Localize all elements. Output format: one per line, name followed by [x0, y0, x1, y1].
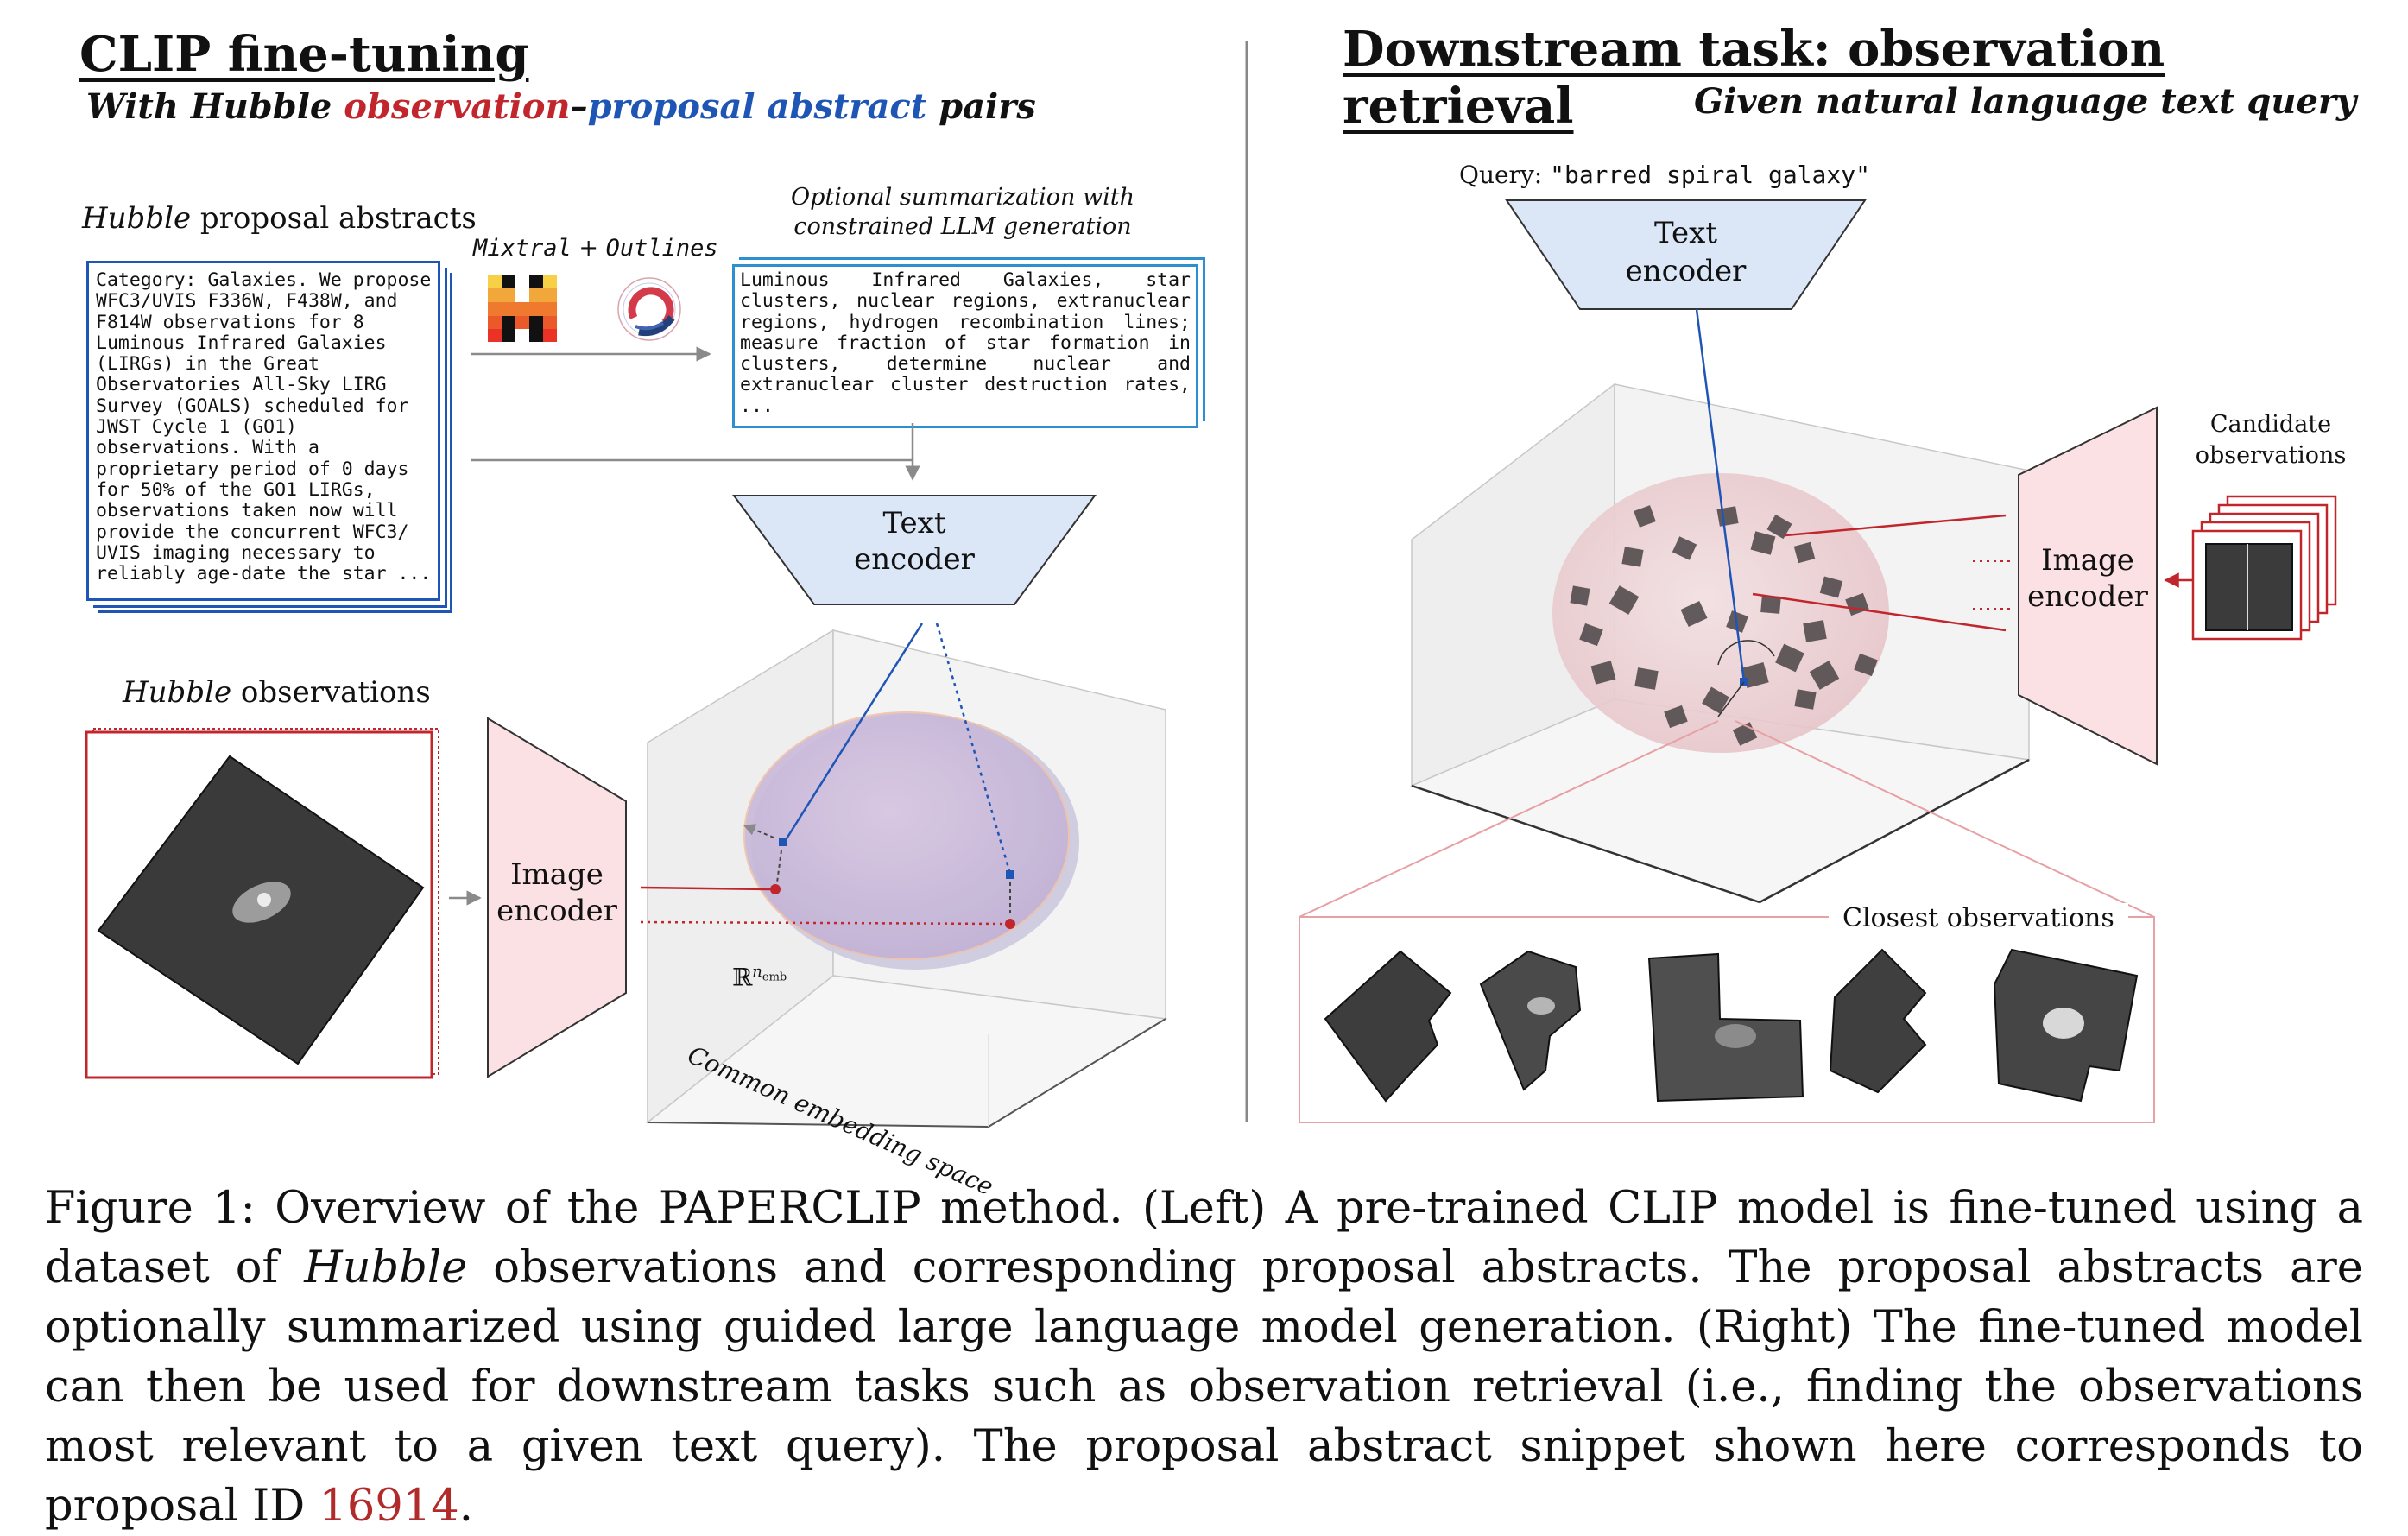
subtitle-prefix: With Hubble	[86, 86, 344, 127]
closest-observation-2-core	[1527, 997, 1555, 1015]
observations-label: Hubble observations	[123, 675, 431, 710]
zoom-line-left	[1299, 720, 1719, 918]
closest-observation-3-core	[1715, 1024, 1756, 1048]
query-neighborhood	[1717, 640, 1775, 666]
embedding-space-symbol: ℝnemb	[732, 963, 787, 991]
left-image-encoder-shape	[487, 717, 627, 1078]
query-neighbor-line	[1717, 681, 1745, 717]
closest-observation-2	[1479, 950, 1582, 1091]
subtitle-suffix: pairs	[926, 86, 1036, 127]
query-embedding-line	[1695, 308, 1746, 683]
llm-outlines: Outlines	[605, 235, 718, 262]
diagram-graphics	[85, 41, 2337, 1128]
space-sup: n	[752, 963, 762, 981]
right-text-encoder-line2: encoder	[1625, 254, 1747, 288]
right-text-encoder-shape	[1505, 199, 1867, 310]
optional-label-line1: Optional summarization with	[791, 184, 1134, 211]
candidate-observations-label: Candidate observations	[2176, 409, 2366, 471]
candidate-label-line1: Candidate	[2209, 411, 2332, 438]
mixtral-logo	[488, 275, 557, 342]
right-text-encoder-line1: Text	[1654, 216, 1717, 250]
observations-label-italic: Hubble	[123, 675, 232, 710]
left-image-encoder-line1: Image	[510, 857, 604, 892]
image-embedding-line	[640, 886, 771, 891]
left-image-encoder: Image encoder	[488, 856, 626, 929]
left-panel-title: CLIP fine-tuning	[79, 26, 529, 83]
space-symbol: ℝ	[732, 963, 753, 992]
caption-part2: observations and corresponding proposal …	[45, 1242, 2363, 1532]
candidate-label-line2: observations	[2195, 442, 2347, 469]
proposal-id-link[interactable]: 16914	[319, 1481, 459, 1532]
query-label: Query: "barred spiral galaxy"	[1459, 161, 1870, 189]
contrastive-push	[743, 824, 774, 838]
left-text-encoder-line2: encoder	[854, 542, 975, 577]
text-embedding-line	[782, 623, 924, 844]
image-embedding-point	[770, 884, 781, 894]
abstracts-label-italic: Hubble	[82, 201, 192, 236]
outlines-logo	[617, 277, 681, 341]
right-image-encoder-shape	[2018, 406, 2158, 766]
text-embedding-point	[779, 838, 787, 846]
arrow-abstract-to-encoder	[471, 458, 920, 481]
closest-observation-images	[1324, 948, 2139, 1103]
caption-part1: Figure 1: Overview of the PAPERCLIP meth…	[45, 1183, 2363, 1293]
right-panel-title: Downstream task: observation retrieval	[1343, 21, 2165, 135]
zoom-line-right	[1735, 720, 2155, 918]
llm-label: Mixtral + Outlines	[473, 235, 718, 262]
caption-italic-hubble: Hubble	[304, 1242, 468, 1293]
right-image-encoder-line2: encoder	[2027, 579, 2148, 614]
text-embedding-point-2	[1006, 870, 1014, 879]
right-embedding-cube	[1409, 382, 2032, 904]
figure-caption: Figure 1: Overview of the PAPERCLIP meth…	[45, 1179, 2363, 1536]
left-text-encoder-shape	[732, 495, 1097, 605]
abstracts-label-rest: proposal abstracts	[191, 201, 477, 236]
closest-observations-box	[1299, 916, 2155, 1123]
proposal-abstract-box: Category: Galaxies. We propose WFC3/UVIS…	[86, 261, 440, 601]
left-embedding-cube	[645, 629, 1168, 1128]
space-sub: emb	[762, 970, 787, 984]
left-image-encoder-line2: encoder	[496, 894, 617, 928]
right-text-encoder: Text encoder	[1580, 214, 1792, 290]
subtitle-observation: observation	[344, 86, 571, 127]
left-embedding-sphere	[743, 711, 1070, 960]
subtitle-proposal-abstract: proposal abstract	[587, 86, 927, 127]
observations-label-rest: observations	[231, 675, 431, 710]
candidate-observations-stack	[2191, 495, 2337, 641]
contrastive-pull-1	[776, 850, 782, 883]
observation-galaxy-core	[257, 893, 271, 907]
llm-plus: +	[571, 235, 606, 262]
image-embedding-ray-2	[1752, 592, 2007, 632]
image-embedding-ray-1	[1785, 514, 2007, 537]
closest-observation-4	[1829, 948, 1927, 1094]
closest-observation-5-core	[2043, 1008, 2084, 1039]
image-embedding-line-dotted	[640, 920, 1007, 926]
image-embedding-point-2	[1005, 919, 1015, 929]
right-image-encoder-line1: Image	[2041, 543, 2134, 578]
summary-box: Luminous Infrared Galaxies, star cluster…	[732, 264, 1198, 428]
llm-mixtral: Mixtral	[473, 235, 572, 262]
subtitle-dash: –	[570, 86, 588, 127]
caption-end: .	[458, 1481, 473, 1532]
left-text-encoder: Text encoder	[814, 505, 1014, 578]
optional-summarization-label: Optional summarization with constrained …	[768, 183, 1157, 242]
left-text-encoder-line1: Text	[882, 506, 946, 540]
closest-observations-label: Closest observations	[1829, 903, 2128, 933]
right-image-encoder: Image encoder	[2019, 542, 2157, 615]
optional-label-line2: constrained LLM generation	[793, 213, 1132, 240]
left-panel-subtitle: With Hubble observation–proposal abstrac…	[86, 86, 1036, 127]
closest-observation-1	[1324, 950, 1452, 1103]
query-prefix: Query:	[1459, 161, 1551, 189]
abstracts-label: Hubble proposal abstracts	[82, 201, 477, 236]
query-text: "barred spiral galaxy"	[1550, 161, 1870, 189]
right-panel-subtitle: Given natural language text query	[1694, 81, 2357, 122]
